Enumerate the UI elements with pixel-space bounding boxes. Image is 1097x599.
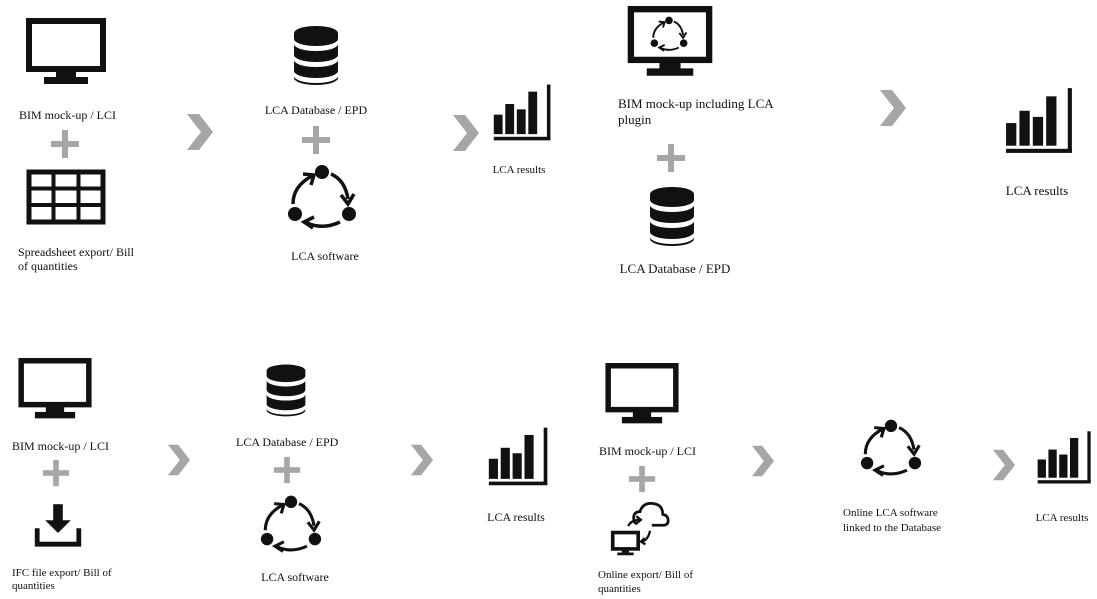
plus-icon [41, 458, 71, 488]
download-icon [34, 501, 82, 549]
bar-chart-icon [492, 80, 554, 144]
cycle-arrows-icon [260, 494, 322, 554]
chevron-right-icon [409, 443, 435, 477]
monitor-icon [26, 18, 106, 88]
online-lca-software-label: Online LCA software linked to the Databa… [843, 507, 942, 534]
bar-chart-icon [1003, 84, 1077, 156]
cloud-computer-sync-icon [610, 498, 670, 558]
plus-icon [655, 142, 687, 174]
bim-mockup-label: BIM mock-up / LCI [599, 444, 696, 458]
online-export-label: Online export/ Bill of quantities [598, 569, 694, 595]
monitor-icon [605, 363, 679, 427]
lca-results-label: LCA results [492, 164, 546, 176]
plus-icon [627, 464, 657, 494]
database-icon [647, 186, 697, 246]
lca-software-label: LCA software [261, 570, 329, 584]
lca-database-label: LCA Database / EPD [619, 261, 731, 276]
chevron-right-icon [166, 443, 192, 477]
cycle-arrows-icon [650, 16, 688, 52]
lca-database-label: LCA Database / EPD [264, 103, 368, 117]
monitor-icon [18, 358, 92, 422]
database-icon [264, 363, 308, 417]
cycle-arrows-icon [860, 418, 922, 478]
plus-icon [49, 128, 81, 160]
chevron-right-icon [750, 444, 776, 478]
bim-mockup-label: BIM mock-up / LCI [12, 439, 109, 453]
chevron-right-icon [185, 112, 215, 152]
chevron-right-icon [878, 88, 908, 128]
ifc-export-label: IFC file export/ Bill of quantities [12, 567, 112, 592]
bim-plugin-label: BIM mock-up including LCA plugin [618, 96, 773, 127]
lca-database-label: LCA Database / EPD [236, 435, 339, 449]
database-icon [291, 25, 341, 85]
cycle-arrows-icon [287, 164, 357, 230]
chevron-right-icon [991, 448, 1017, 482]
plus-icon [300, 124, 332, 156]
spreadsheet-export-label: Spreadsheet export/ Bill of quantities [18, 245, 134, 273]
bar-chart-icon [1036, 427, 1094, 487]
spreadsheet-grid-icon [26, 169, 106, 225]
chevron-right-icon [451, 113, 481, 153]
lca-software-label: LCA software [291, 249, 359, 263]
lca-results-label: LCA results [1005, 183, 1069, 198]
lca-results-label: LCA results [1035, 512, 1089, 524]
lca-results-label: LCA results [487, 510, 545, 524]
plus-icon [272, 455, 302, 485]
bim-mockup-label: BIM mock-up / LCI [19, 108, 116, 122]
bar-chart-icon [487, 424, 551, 488]
